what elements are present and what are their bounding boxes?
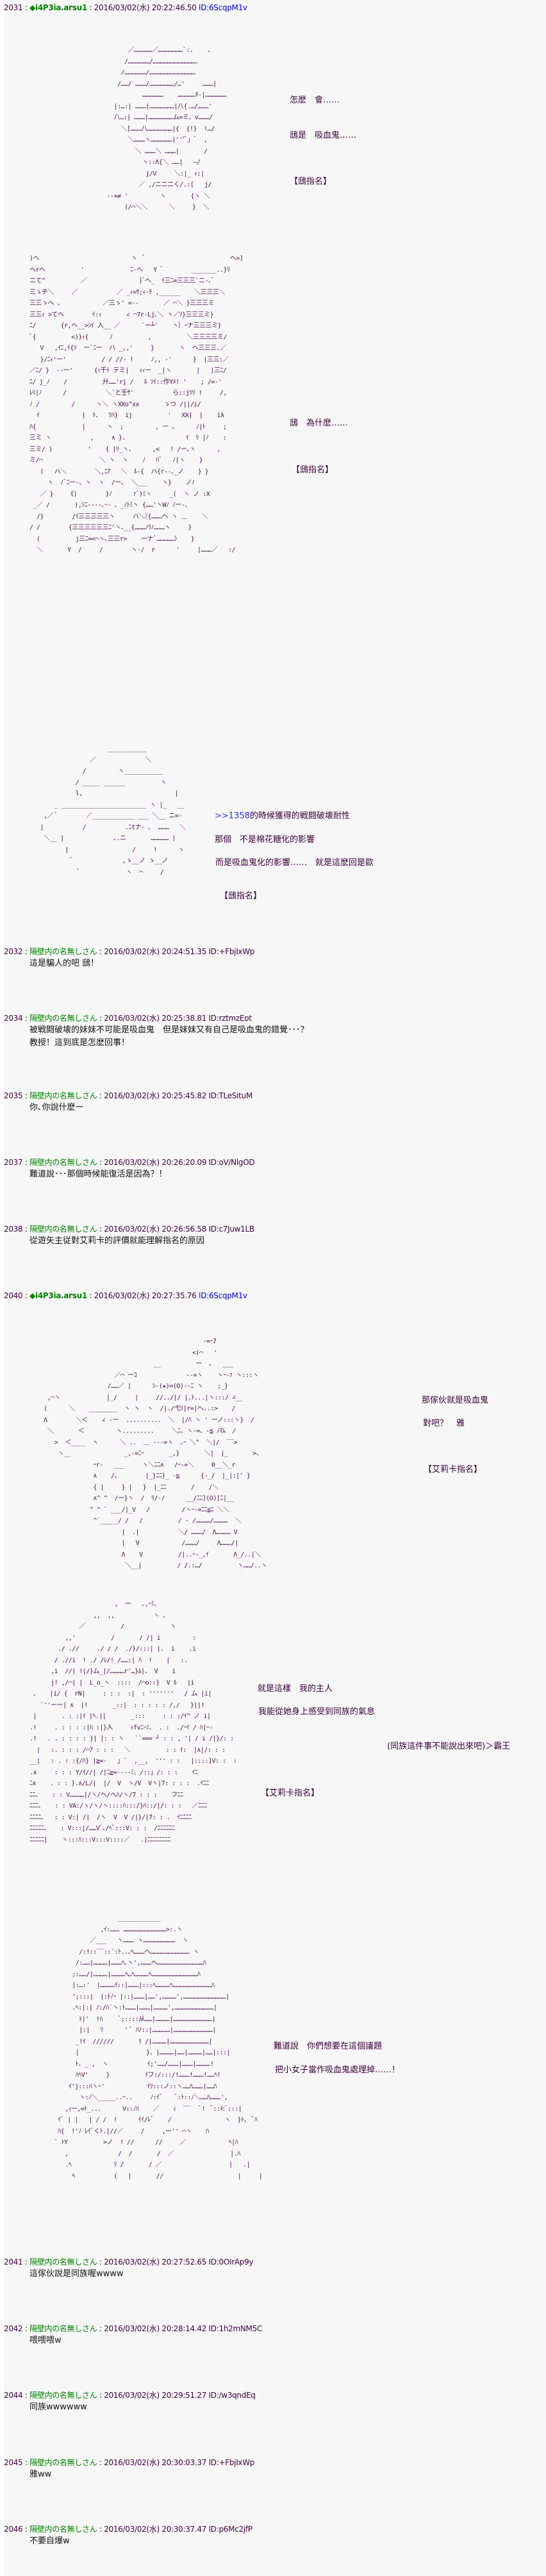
poster-id[interactable]: ID:TLeSituM — [208, 1091, 253, 1100]
poster-trip: ◆i4P3ia.arsu1 — [29, 3, 87, 12]
post-header-2034: 2034 : 隔壁内の名無しさん : 2016/03/02(水) 20:25:3… — [4, 1014, 252, 1023]
post-header-2038: 2038 : 隔壁内の名無しさん : 2016/03/02(水) 20:26:5… — [4, 1225, 255, 1234]
post-body: 同族wwwwww — [29, 2402, 87, 2412]
post-number[interactable]: 2040 — [4, 1291, 23, 1300]
post-body: 這是騙人的吧 鴟！ — [29, 959, 99, 968]
post-header-2041: 2041 : 隔壁内の名無しさん : 2016/03/02(水) 20:27:5… — [4, 2258, 254, 2266]
poster-id[interactable]: ID:0OIrAp9y — [208, 2258, 254, 2266]
post-number[interactable]: 2041 — [4, 2258, 23, 2266]
post-body: 不要自爆w — [29, 2536, 70, 2546]
nomination-tag: 【艾莉卡指名】 — [261, 1788, 320, 1798]
post-number[interactable]: 2031 — [4, 3, 23, 12]
post-body: 難道說･･･那個時候能復活是因為？！ — [29, 1169, 167, 1179]
post-body: 你､你說什麽ー — [29, 1103, 84, 1112]
poster-id[interactable]: ID:6ScqpM1v — [199, 1291, 247, 1300]
post-date: 2016/03/02(水) 20:29:51.27 — [104, 2391, 207, 2400]
dialogue-line: 難道說 你們想要在這個議題 — [274, 2042, 383, 2051]
dialogue-line: 我能從她身上感受到同族的氣息 — [258, 1707, 376, 1717]
post-date: 2016/03/02(水) 20:30:37.47 — [104, 2525, 207, 2534]
dialogue-line: >>1358的時候獲得的戦闘破壊耐性 — [215, 809, 350, 821]
dialogue-line: 那個 不是棉花糖化的影響 — [215, 835, 315, 845]
post-date: 2016/03/02(水) 20:25:45.82 — [104, 1091, 207, 1100]
post-body: 從遊矢主従對艾莉卡的評價就能理解指名的原因 — [29, 1236, 205, 1246]
poster-name: 隔壁内の名無しさん — [29, 2258, 97, 2266]
post-header-2044: 2044 : 隔壁内の名無しさん : 2016/03/02(水) 20:29:5… — [4, 2391, 256, 2400]
post-number[interactable]: 2038 — [4, 1225, 23, 1234]
ascii-art: -=ｰ7 <(⌒ ' __ ー ､ ___ ／⌒ ーｺ --=ヽ ヽｰ-ｧ ヽ:… — [44, 1338, 267, 1569]
post-date: 2016/03/02(水) 20:30:03.37 — [104, 2458, 207, 2467]
post-date: 2016/03/02(水) 20:25:38.81 — [104, 1014, 207, 1023]
dialogue-line: 就是這樣 我的主人 — [258, 1684, 333, 1694]
aside-line: (同族這件事不能說出來吧)＞霸王 — [387, 1742, 511, 1751]
dialogue-line: 鴟是 吸血鬼…… — [290, 131, 357, 140]
poster-name: 隔壁内の名無しさん — [29, 1225, 97, 1234]
dialogue-line: 而是吸血鬼化的影響…… 就是這麽回是歐 — [215, 858, 374, 868]
poster-id[interactable]: ID:rztmzEot — [208, 1014, 252, 1023]
dialogue-line: 那傢伙就是吸血鬼 — [422, 1396, 489, 1405]
post-date: 2016/03/02(水) 20:27:52.65 — [104, 2258, 207, 2266]
post-header-2037: 2037 : 隔壁内の名無しさん : 2016/03/02(水) 20:26:2… — [4, 1158, 255, 1167]
post-header-2035: 2035 : 隔壁内の名無しさん : 2016/03/02(水) 20:25:4… — [4, 1091, 253, 1100]
post-number[interactable]: 2034 — [4, 1014, 23, 1023]
dialogue-line: 鴟 為什麽…… — [290, 418, 349, 428]
post-date: 2016/03/02(水) 20:24:51.35 — [104, 947, 207, 956]
poster-id[interactable]: ID:/w3qndEq — [208, 2391, 256, 2400]
dialogue-text: 的時候獲得的戦闘破壊耐性 — [249, 811, 350, 821]
poster-trip: ◆i4P3ia.arsu1 — [29, 1291, 87, 1300]
post-header-2040: 2040 : ◆i4P3ia.arsu1 : 2016/03/02(水) 20:… — [4, 1291, 247, 1300]
poster-name: 隔壁内の名無しさん — [29, 2458, 97, 2467]
post-number[interactable]: 2045 — [4, 2458, 23, 2467]
poster-id[interactable]: ID:c7Juw1LB — [208, 1225, 255, 1234]
dialogue-line: 對吧？ 雅 — [423, 1419, 465, 1428]
poster-id[interactable]: ID:6ScqpM1v — [199, 3, 247, 12]
post-header-2032: 2032 : 隔壁内の名無しさん : 2016/03/02(水) 20:24:5… — [4, 947, 255, 956]
post-date: 2016/03/02(水) 20:28:14.42 — [104, 2324, 207, 2333]
post-number[interactable]: 2032 — [4, 947, 23, 956]
poster-id[interactable]: ID:1h2mNM5C — [208, 2324, 263, 2333]
post-number[interactable]: 2037 — [4, 1158, 23, 1167]
post-number[interactable]: 2046 — [4, 2525, 23, 2534]
post-number[interactable]: 2042 — [4, 2324, 23, 2333]
post-body: 喂喂喂w — [29, 2336, 62, 2345]
post-date: 2016/03/02(水) 20:22:46.50 — [94, 3, 197, 12]
poster-name: 隔壁内の名無しさん — [29, 1091, 97, 1100]
poster-id[interactable]: ID:+FbjIxWp — [208, 947, 255, 956]
poster-name: 隔壁内の名無しさん — [29, 1158, 97, 1167]
poster-name: 隔壁内の名無しさん — [29, 2525, 97, 2534]
ascii-art: ／……………／…………………`:. 、 /………………/………………………………… — [106, 47, 227, 211]
ascii-art: ____________ ,ｲ:……、………………………………>:.ヽ ／___… — [54, 1915, 263, 2180]
reply-anchor-link[interactable]: >>1358 — [215, 811, 250, 821]
nomination-tag: 【鴟指名】 — [290, 177, 332, 186]
post-body: 這傢伙說是同族喔wwww — [29, 2269, 124, 2279]
post-header-2042: 2042 : 隔壁内の名無しさん : 2016/03/02(水) 20:28:1… — [4, 2324, 263, 2333]
nomination-tag: 【艾莉卡指名】 — [424, 1465, 483, 1474]
post-header-2031: 2031 : ◆i4P3ia.arsu1 : 2016/03/02(水) 20:… — [4, 3, 247, 12]
nomination-tag: 【鴟指名】 — [292, 465, 334, 475]
dialogue-line: 怎麽 會…… — [290, 95, 340, 105]
poster-id[interactable]: ID:+FbjIxWp — [208, 2458, 255, 2467]
post-date: 2016/03/02(水) 20:27:35.76 — [94, 1291, 197, 1300]
poster-name: 隔壁内の名無しさん — [29, 1014, 97, 1023]
post-number[interactable]: 2035 — [4, 1091, 23, 1100]
poster-name: 隔壁内の名無しさん — [29, 947, 97, 956]
post-date: 2016/03/02(水) 20:26:56.58 — [104, 1225, 207, 1234]
poster-name: 隔壁内の名無しさん — [29, 2324, 97, 2333]
ascii-art: ___________ ／ ＼ / ヽ___________ / _____ _… — [40, 745, 186, 876]
ascii-art: , ー ､,ｰﾐ、 ,, ,, ヽ ､ ／ / ヽ ,,' / / /| i :… — [29, 1601, 237, 1844]
post-date: 2016/03/02(水) 20:26:20.09 — [104, 1158, 207, 1167]
left-margin — [0, 0, 4, 2576]
poster-id[interactable]: ID:p6Mc2jfP — [208, 2525, 252, 2534]
poster-id[interactable]: ID:oV/NlgOD — [208, 1158, 255, 1167]
post-header-2046: 2046 : 隔壁内の名無しさん : 2016/03/02(水) 20:30:3… — [4, 2525, 252, 2534]
ascii-art: )ヘ ヽ ﾞ ヘ>] ヘrヘ ' ﾆ-ヘ Y ﾞ _______..}ﾘ ニて^… — [29, 255, 244, 554]
post-body: 雅ww — [29, 2470, 52, 2479]
dialogue-line: 把小女子當作吸血鬼處理掉……！ — [275, 2065, 401, 2075]
post-number[interactable]: 2044 — [4, 2391, 23, 2400]
post-header-2045: 2045 : 隔壁内の名無しさん : 2016/03/02(水) 20:30:0… — [4, 2458, 255, 2467]
poster-name: 隔壁内の名無しさん — [29, 2391, 97, 2400]
post-body: 被戦闘破壊的妹妹不可能是吸血鬼 但是妹妹又有自己是吸血鬼的錯覺･･･？ 教授！這… — [29, 1025, 309, 1048]
nomination-tag: 【鴟指名】 — [220, 891, 262, 901]
